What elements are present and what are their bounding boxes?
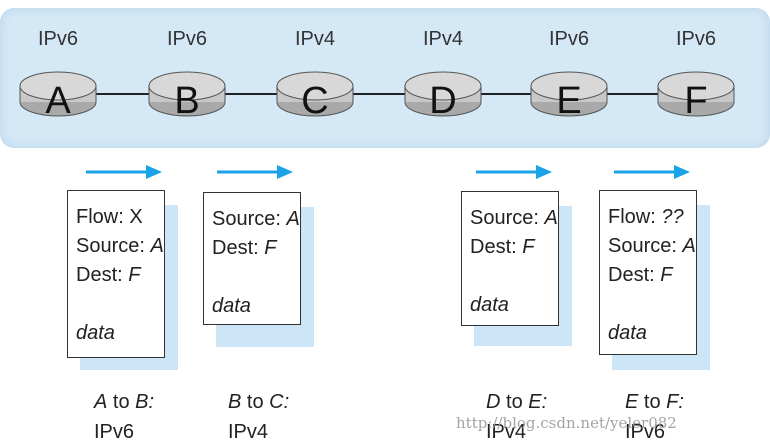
packet-flow-line: Flow: ?? — [608, 206, 684, 228]
router-label: E — [556, 80, 582, 122]
router-label: C — [301, 80, 329, 122]
router-protocol: IPv4 — [294, 28, 336, 50]
router-c: IPv4 C — [275, 8, 355, 122]
packet-dest-line: Dest: F — [212, 237, 277, 259]
caption-e-to-f: E to F: IPv6 — [625, 391, 684, 443]
router-f: IPv6 F — [656, 8, 736, 122]
router-protocol: IPv6 — [37, 28, 79, 50]
packet-b-to-c: Source: A Dest: F data — [203, 192, 301, 325]
packet-flow-line: Flow: X — [76, 206, 143, 228]
watermark-url: http://blog.csdn.net/yeler082 — [456, 414, 677, 432]
network-band — [0, 8, 770, 148]
right-arrow-icon — [614, 165, 690, 179]
packet-source-line: Source: A — [470, 207, 558, 229]
caption-d-to-e: D to E: IPv4 — [486, 391, 548, 443]
right-arrow-icon — [476, 165, 552, 179]
router-label: A — [45, 80, 71, 122]
packet-data: data — [608, 322, 647, 344]
router-protocol: IPv6 — [166, 28, 208, 50]
caption-a-to-b: A to B: IPv6 — [94, 391, 155, 443]
packet-a-to-b: Flow: X Source: A Dest: F data — [67, 190, 165, 358]
packet-source-line: Source: A — [212, 208, 300, 230]
packet-source-line: Source: A — [608, 235, 696, 257]
right-arrow-icon — [217, 165, 293, 179]
router-label: F — [684, 80, 708, 122]
router-d: IPv4 D — [403, 8, 483, 122]
router-icon — [276, 71, 354, 117]
packet-e-to-f: Flow: ?? Source: A Dest: F data — [599, 190, 697, 355]
packet-d-to-e: Source: A Dest: F data — [461, 191, 559, 326]
caption-b-to-c: B to C: IPv4 — [228, 391, 290, 443]
router-protocol: IPv6 — [675, 28, 717, 50]
router-protocol: IPv6 — [548, 28, 590, 50]
packet-source-line: Source: A — [76, 235, 164, 257]
router-label: D — [429, 80, 457, 122]
router-icon — [657, 71, 735, 117]
network-link-line — [60, 93, 700, 95]
packet-dest-line: Dest: F — [608, 264, 673, 286]
router-a: IPv6 A — [18, 8, 98, 122]
packet-dest-line: Dest: F — [470, 236, 535, 258]
router-icon — [530, 71, 608, 117]
router-protocol: IPv4 — [422, 28, 464, 50]
right-arrow-icon — [86, 165, 162, 179]
packet-dest-line: Dest: F — [76, 264, 141, 286]
router-label: B — [174, 80, 200, 122]
packet-data: data — [212, 295, 251, 317]
packet-data: data — [76, 322, 115, 344]
router-e: IPv6 E — [529, 8, 609, 122]
router-icon — [404, 71, 482, 117]
packet-data: data — [470, 294, 509, 316]
router-icon — [148, 71, 226, 117]
router-icon — [19, 71, 97, 117]
router-b: IPv6 B — [147, 8, 227, 122]
